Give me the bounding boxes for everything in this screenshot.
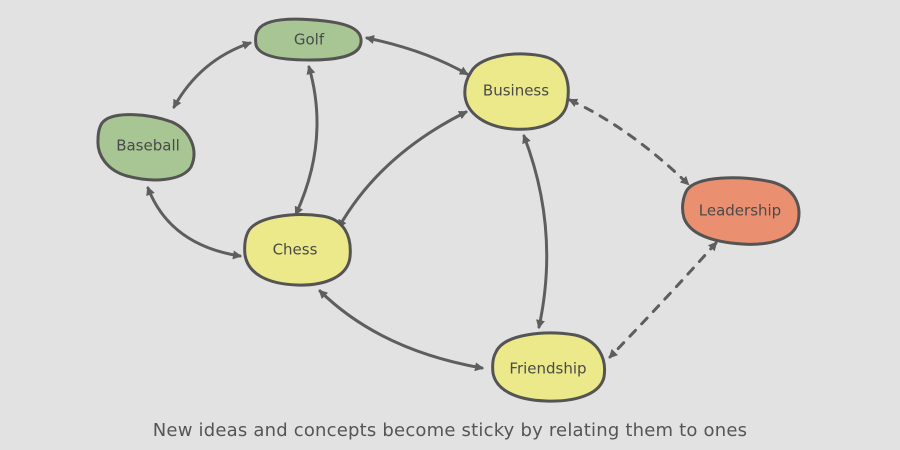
edge-business-chess xyxy=(337,110,468,229)
node-leadership-shape xyxy=(681,176,801,246)
node-leadership-label: Leadership xyxy=(699,202,781,220)
node-leadership: Leadership xyxy=(681,176,801,246)
node-golf: Golf xyxy=(254,17,363,62)
node-friendship-label: Friendship xyxy=(509,360,586,378)
edge-leadership-friendship xyxy=(608,241,718,359)
edge-baseball-chess xyxy=(146,186,242,260)
node-business-label: Business xyxy=(483,82,549,100)
node-friendship: Friendship xyxy=(491,331,607,403)
edge-business-leadership xyxy=(568,98,690,186)
diagram-caption: New ideas and concepts become sticky by … xyxy=(152,420,748,441)
edge-chess-friendship xyxy=(318,289,484,372)
node-business: Business xyxy=(463,52,570,131)
nodes: Golf Baseball Business Chess Friendship … xyxy=(96,17,801,403)
node-baseball-shape xyxy=(96,113,196,182)
node-business-shape xyxy=(463,52,570,131)
edge-golf-business xyxy=(365,35,469,76)
node-chess-label: Chess xyxy=(273,241,318,259)
edges xyxy=(146,35,718,372)
node-baseball: Baseball xyxy=(96,113,196,182)
edge-golf-baseball xyxy=(172,40,252,109)
edge-golf-chess xyxy=(294,65,319,216)
node-golf-label: Golf xyxy=(294,31,325,49)
node-chess: Chess xyxy=(243,213,352,287)
node-chess-shape xyxy=(243,213,352,287)
node-baseball-label: Baseball xyxy=(116,137,180,155)
node-friendship-shape xyxy=(491,331,607,403)
node-golf-shape xyxy=(254,17,363,62)
edge-business-friendship xyxy=(522,134,549,329)
